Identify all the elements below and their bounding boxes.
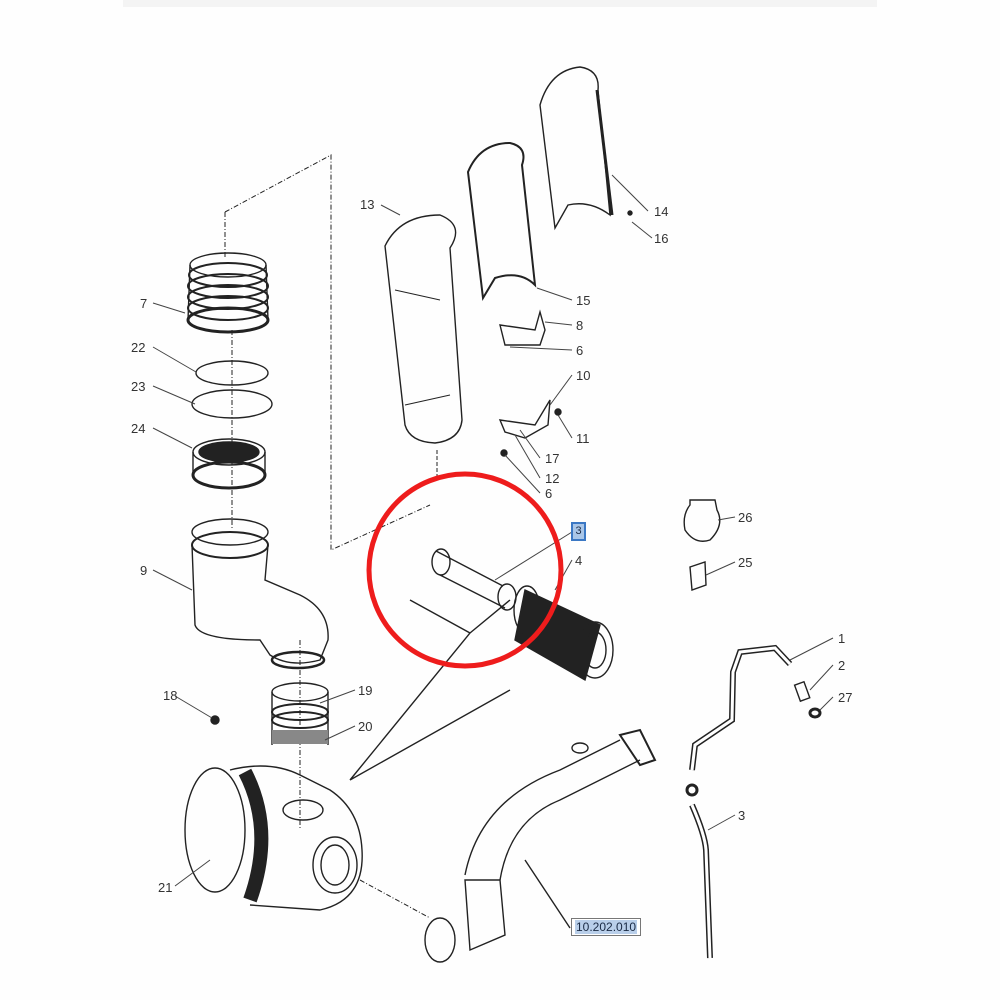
callout-18[interactable]: 18 bbox=[163, 688, 177, 703]
callout-2[interactable]: 2 bbox=[838, 658, 845, 673]
callout-12[interactable]: 12 bbox=[545, 471, 559, 486]
callout-11[interactable]: 11 bbox=[576, 431, 590, 446]
reference-link-10-202-010[interactable]: 10.202.010 bbox=[571, 918, 642, 936]
callout-27[interactable]: 27 bbox=[838, 690, 852, 705]
callout-4[interactable]: 4 bbox=[575, 553, 582, 568]
callout-16[interactable]: 16 bbox=[654, 231, 668, 246]
callout-8[interactable]: 8 bbox=[576, 318, 583, 333]
reference-link-label: 10.202.010 bbox=[575, 920, 638, 934]
callout-3-pipe[interactable]: 3 bbox=[738, 808, 745, 823]
top-toolbar-strip bbox=[123, 0, 877, 7]
callout-15[interactable]: 15 bbox=[576, 293, 590, 308]
callout-6-lower[interactable]: 6 bbox=[545, 486, 552, 501]
callout-13[interactable]: 13 bbox=[360, 197, 374, 212]
callout-26[interactable]: 26 bbox=[738, 510, 752, 525]
callout-14[interactable]: 14 bbox=[654, 204, 668, 219]
callout-9[interactable]: 9 bbox=[140, 563, 147, 578]
part-7-bellows bbox=[186, 252, 270, 334]
callout-25[interactable]: 25 bbox=[738, 555, 752, 570]
callout-10[interactable]: 10 bbox=[576, 368, 590, 383]
callout-17[interactable]: 17 bbox=[545, 451, 559, 466]
callout-20[interactable]: 20 bbox=[358, 719, 372, 734]
callout-24[interactable]: 24 bbox=[131, 421, 145, 436]
selected-callout-3[interactable]: 3 bbox=[571, 522, 586, 541]
callout-6-upper[interactable]: 6 bbox=[576, 343, 583, 358]
callout-7[interactable]: 7 bbox=[140, 296, 147, 311]
callout-19[interactable]: 19 bbox=[358, 683, 372, 698]
callout-22[interactable]: 22 bbox=[131, 340, 145, 355]
callout-23[interactable]: 23 bbox=[131, 379, 145, 394]
callout-1[interactable]: 1 bbox=[838, 631, 845, 646]
callout-21[interactable]: 21 bbox=[158, 880, 172, 895]
highlight-circle bbox=[366, 471, 564, 669]
